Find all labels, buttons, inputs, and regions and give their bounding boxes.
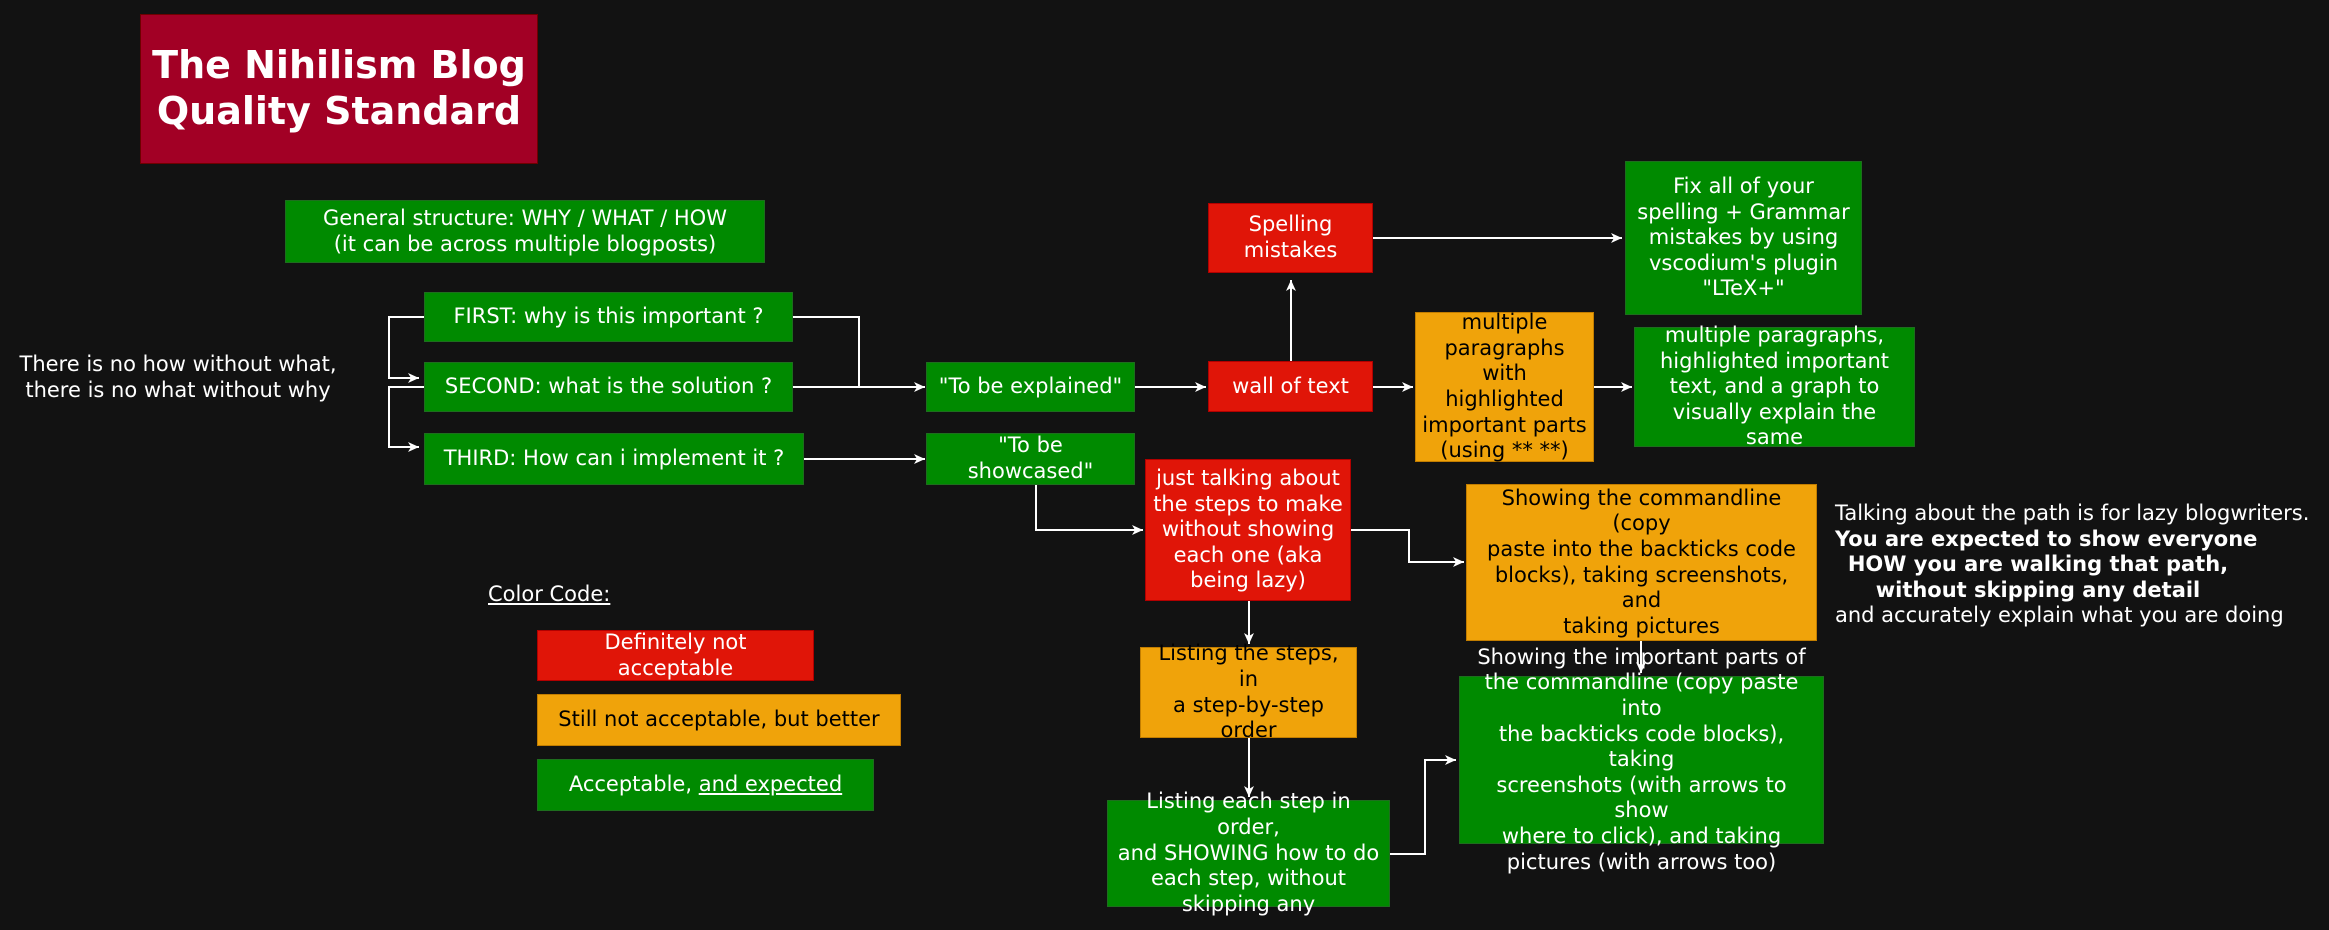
graph-line: visually explain the same xyxy=(1672,399,1877,450)
first-to-explained-arrow xyxy=(793,316,860,387)
legend-acceptable-underlined: and expected xyxy=(698,772,843,797)
fix-line: mistakes by using xyxy=(1648,225,1839,250)
spelling-line: mistakes xyxy=(1243,238,1338,262)
important-line: Showing the important parts of xyxy=(1477,644,1806,669)
diagram-title: The Nihilism Blog Quality Standard xyxy=(140,14,538,164)
talking-line: the steps to make xyxy=(1153,491,1343,516)
listing-line: order xyxy=(1220,718,1277,743)
fix-line: vscodium's plugin xyxy=(1648,250,1839,275)
showing-important-box: Showing the important parts of the comma… xyxy=(1459,645,1824,874)
wall-of-text-box: wall of text xyxy=(1208,361,1373,412)
note-line-bold: You are expected to show everyone xyxy=(1835,526,2258,551)
important-line: screenshots (with arrows to show xyxy=(1496,772,1787,823)
important-line: the backticks code blocks), taking xyxy=(1498,721,1785,772)
fix-line: "LTeX+" xyxy=(1702,276,1785,301)
legend-acceptable-label: Acceptable, xyxy=(568,772,699,797)
paragraphs-line: paragraphs xyxy=(1444,335,1565,360)
right-note: Talking about the path is for lazy blogw… xyxy=(1835,501,2310,629)
each-to-important-arrow xyxy=(1390,755,1456,855)
listing-each-box: Listing each step in order, and SHOWING … xyxy=(1107,789,1390,916)
second-to-third-arrow xyxy=(388,386,424,452)
note-line-bold: HOW you are walking that path, xyxy=(1847,552,2229,577)
structure-line: (it can be across multiple blogposts) xyxy=(333,231,717,256)
legend-heading: Color Code: xyxy=(488,582,611,606)
commandline-line: blocks), taking screenshots, and xyxy=(1494,562,1789,613)
to-be-showcased-box: "To be showcased" xyxy=(926,433,1135,485)
note-line: and accurately explain what you are doin… xyxy=(1835,603,2284,628)
commandline-line: taking pictures xyxy=(1563,613,1720,638)
first-step-box: FIRST: why is this important ? xyxy=(424,292,793,342)
talking-line: without showing xyxy=(1161,517,1335,542)
each-line: and SHOWING how to do xyxy=(1117,840,1380,865)
each-line: each step, without xyxy=(1150,866,1347,891)
graph-line: multiple paragraphs, xyxy=(1664,322,1885,347)
each-line: Listing each step in order, xyxy=(1146,789,1351,840)
commandline-line: paste into the backticks code xyxy=(1487,536,1796,561)
talking-line: just talking about xyxy=(1156,465,1340,490)
note-line-bold: without skipping any detail xyxy=(1875,577,2201,602)
legend-acceptable: Acceptable, and expected xyxy=(537,759,874,811)
paragraphs-line: important parts xyxy=(1422,412,1587,437)
paragraphs-line: multiple xyxy=(1461,310,1548,335)
just-talking-box: just talking about the steps to make wit… xyxy=(1145,459,1351,601)
legend-better: Still not acceptable, but better xyxy=(537,694,901,746)
listing-line: a step-by-step xyxy=(1173,692,1324,717)
note-line: Talking about the path is for lazy blogw… xyxy=(1835,501,2310,525)
note-line: there is no what without why xyxy=(25,377,331,402)
important-line: pictures (with arrows too) xyxy=(1506,849,1777,874)
important-line: where to click), and taking xyxy=(1501,824,1782,849)
structure-line: General structure: WHY / WHAT / HOW xyxy=(323,205,727,230)
second-step-box: SECOND: what is the solution ? xyxy=(424,362,793,412)
commandline-line: Showing the commandline (copy xyxy=(1501,485,1782,536)
title-line: Quality Standard xyxy=(156,89,522,133)
graph-line: text, and a graph to xyxy=(1669,374,1880,399)
title-line: The Nihilism Blog xyxy=(152,43,526,88)
showing-commandline-box: Showing the commandline (copy paste into… xyxy=(1466,484,1817,641)
paragraphs-graph-box: multiple paragraphs, highlighted importa… xyxy=(1634,323,1915,449)
spelling-mistakes-box: Spelling mistakes xyxy=(1208,203,1373,273)
showcased-to-talking-arrow xyxy=(1035,485,1143,535)
first-to-second-arrow xyxy=(388,316,424,383)
talking-to-commandline-arrow xyxy=(1351,529,1464,567)
legend-not-acceptable: Definitely not acceptable xyxy=(537,630,814,681)
general-structure-box: General structure: WHY / WHAT / HOW (it … xyxy=(285,200,765,263)
paragraphs-line: with highlighted xyxy=(1445,361,1564,411)
multiple-paragraphs-box: multiple paragraphs with highlighted imp… xyxy=(1415,310,1594,463)
talking-line: each one (aka xyxy=(1173,542,1323,567)
fix-line: Fix all of your xyxy=(1673,173,1814,198)
talking-line: being lazy) xyxy=(1190,568,1306,593)
paragraphs-line: (using ** **) xyxy=(1440,438,1569,463)
graph-line: highlighted important xyxy=(1659,348,1889,373)
to-be-explained-box: "To be explained" xyxy=(926,362,1135,412)
fix-line: spelling + Grammar xyxy=(1637,199,1850,224)
third-step-box: THIRD: How can i implement it ? xyxy=(424,433,804,485)
note-line: There is no how without what, xyxy=(19,352,337,376)
important-line: the commandline (copy paste into xyxy=(1484,670,1799,720)
each-line: skipping any xyxy=(1181,891,1316,916)
listing-line: Listing the steps, in xyxy=(1158,641,1339,691)
left-note: There is no how without what, there is n… xyxy=(12,352,344,403)
fix-spelling-box: Fix all of your spelling + Grammar mista… xyxy=(1625,161,1862,315)
spelling-line: Spelling xyxy=(1248,212,1333,237)
listing-steps-box: Listing the steps, in a step-by-step ord… xyxy=(1140,641,1357,742)
